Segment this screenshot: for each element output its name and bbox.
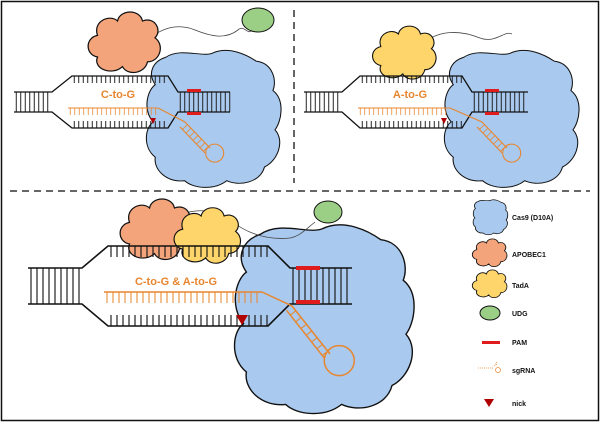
linker-line [424, 32, 513, 43]
sgrna-stem-strand [261, 291, 331, 355]
pam-top [187, 89, 201, 92]
sgrna-stem-base [182, 124, 188, 130]
dna-strand [14, 75, 230, 129]
sgrna-stem-base [479, 124, 485, 130]
sgrna-stem-strand [157, 107, 211, 149]
udg-protein [313, 200, 343, 224]
dna-duplex [14, 75, 231, 163]
edit-label: A-to-G [393, 89, 427, 101]
sgrna-stem-base [305, 330, 313, 336]
legend-item-sgrna: sgRNA [478, 361, 535, 375]
sgrna-stem-base [289, 310, 297, 316]
sgrna-stem-base [192, 135, 199, 141]
legend-label: TadA [512, 283, 529, 290]
sgrna-stem-base [300, 323, 307, 329]
legend-item-nick: nick [484, 399, 526, 408]
nick-icon [484, 399, 494, 407]
dna-duplex [304, 75, 528, 163]
panel-top-left: C-to-G [14, 7, 282, 188]
sgrna-stem-base [185, 127, 192, 134]
udg-protein [241, 7, 275, 33]
nick-marker [236, 315, 248, 325]
sgrna-stem-base [196, 138, 202, 145]
sgrna-stem-base [295, 317, 302, 323]
panel-bottom: C-to-G & A-to-G [28, 198, 415, 415]
sgrna-stem-strand [449, 107, 508, 149]
sgrna-stem-base [316, 343, 323, 350]
sgrna-loop [323, 344, 356, 377]
sgrna-stem-base [489, 135, 496, 141]
pam-bottom [296, 300, 320, 304]
sgrna-stem-base [482, 127, 489, 134]
dna-strand [304, 75, 528, 129]
sgrna-stem-base [199, 142, 206, 148]
pam-bottom [485, 112, 499, 115]
legend-item-apobec1: APOBEC1 [471, 238, 546, 268]
nick-marker [441, 118, 447, 124]
sgrna-stem-base [486, 131, 492, 138]
legend-item-udg: UDG [479, 305, 528, 321]
legend-label: nick [512, 401, 526, 408]
pam-icon [482, 341, 500, 344]
legend-label: Cas9 (D10A) [512, 215, 553, 222]
sgrna-loop-icon [495, 367, 501, 373]
pam-bottom [187, 112, 201, 115]
linker-line [144, 26, 253, 46]
sgrna-stem-base [189, 131, 195, 138]
panel-top-right: A-to-G [304, 25, 580, 188]
sgrna-stem-strand [179, 126, 206, 154]
legend-item-cas9: Cas9 (D10A) [472, 199, 553, 236]
sgrna-icon [478, 361, 498, 369]
apobec1-protein [87, 11, 161, 74]
nick-marker [150, 118, 156, 124]
legend-label: APOBEC1 [512, 252, 546, 259]
sgrna-stem-base [496, 142, 503, 148]
sgrna-stem-strand [476, 126, 503, 154]
udg-icon [479, 305, 501, 321]
sgrna-stem-strand [285, 309, 326, 359]
sgrna-loop [205, 143, 225, 163]
cas9-protein [443, 49, 580, 188]
tada-protein [371, 25, 437, 80]
cas9-protein [145, 49, 282, 188]
pam-top [485, 89, 499, 92]
legend-label: UDG [512, 311, 528, 318]
sgrna-stem-base [493, 138, 499, 145]
sgrna-stem-base [311, 337, 318, 343]
pam-top [296, 266, 320, 270]
edit-label: C-to-G & A-to-G [135, 276, 217, 288]
edit-label: C-to-G [101, 89, 135, 101]
cas9-icon [472, 199, 509, 236]
dna-duplex [28, 245, 356, 377]
sgrna-loop [502, 143, 522, 163]
legend-label: sgRNA [512, 368, 535, 375]
legend-label: PAM [512, 340, 527, 347]
tada-icon [471, 269, 508, 299]
legend: Cas9 (D10A) APOBEC1 TadA UDG PAM sgRNA n… [471, 199, 553, 408]
legend-item-pam: PAM [482, 340, 527, 347]
legend-item-tada: TadA [471, 269, 529, 299]
apobec1-icon [471, 238, 508, 268]
